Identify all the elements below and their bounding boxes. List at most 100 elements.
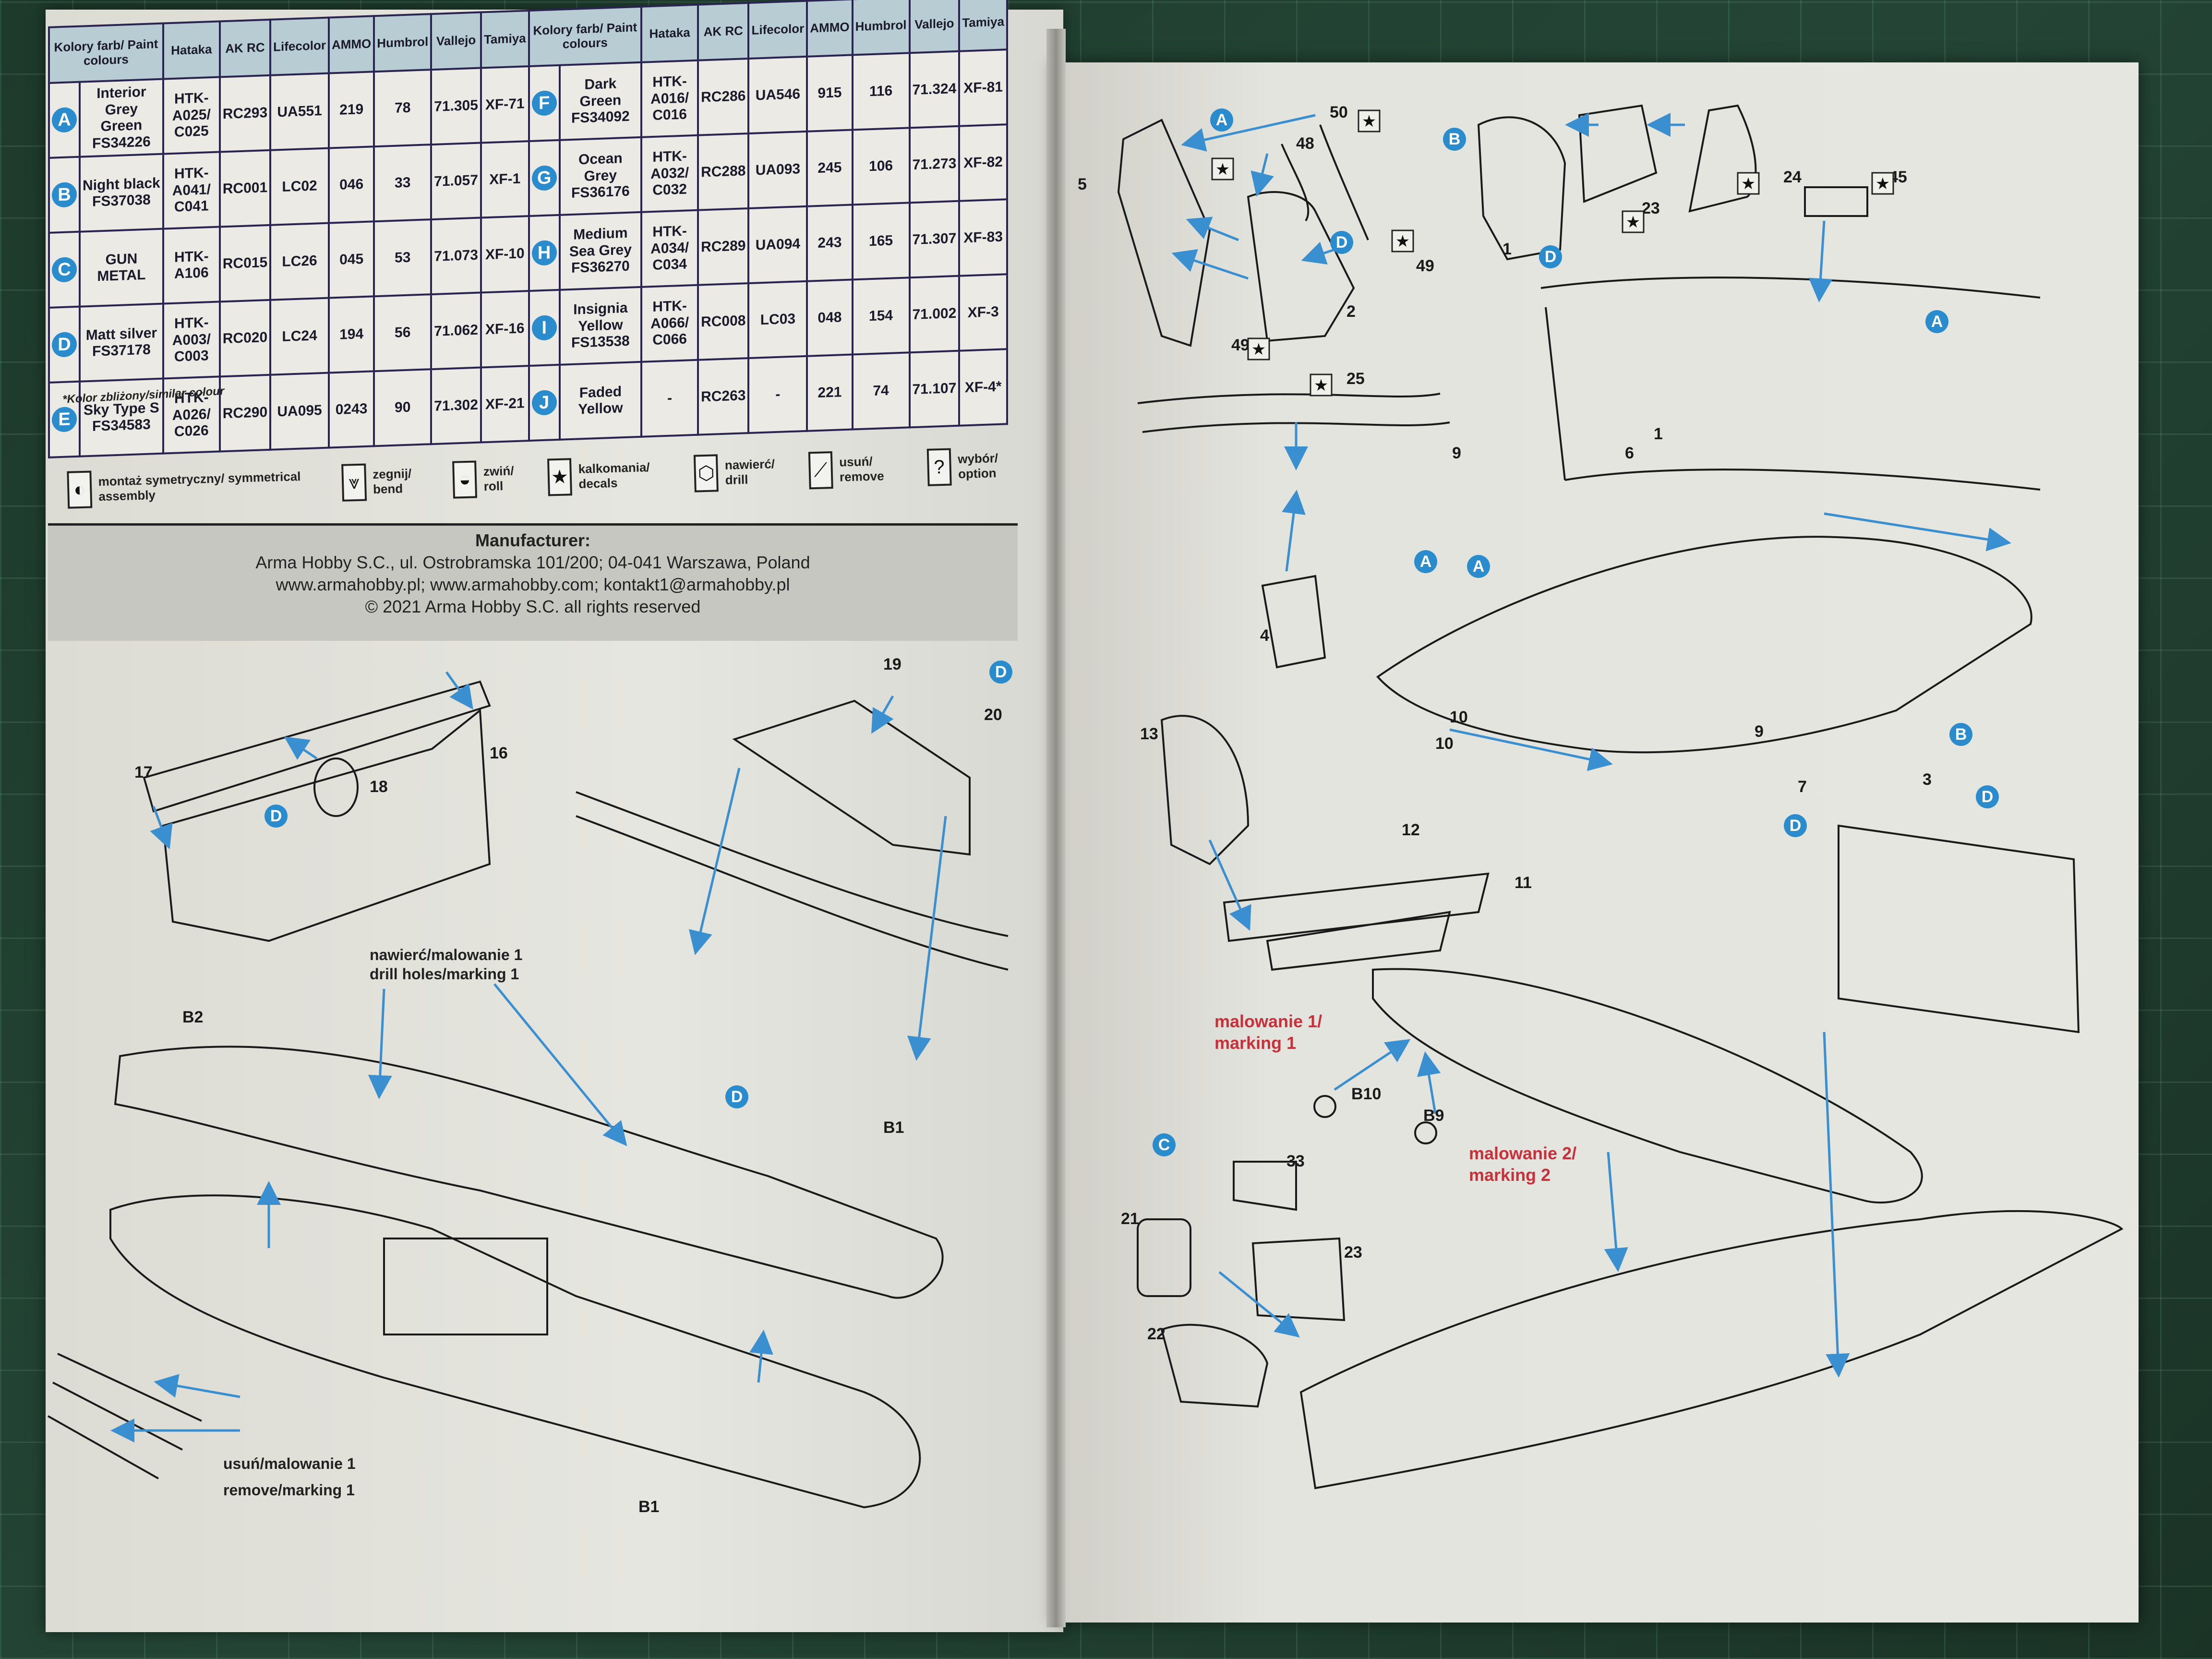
gun-bay-right-drawing bbox=[1838, 824, 2080, 1034]
paint-callout-badge: A bbox=[1467, 555, 1490, 578]
part-number-label: 6 bbox=[1625, 444, 1634, 462]
svg-text:★: ★ bbox=[1215, 160, 1230, 179]
paint-callout-badge: D bbox=[725, 1085, 748, 1108]
part-number-label: 19 bbox=[883, 655, 902, 673]
part-number-label: 33 bbox=[1286, 1152, 1305, 1170]
part-number-label: 13 bbox=[1140, 725, 1158, 743]
part-4-drawing bbox=[1261, 575, 1326, 669]
wheel-b9-drawing bbox=[1414, 1121, 1437, 1144]
left-page-arrows bbox=[110, 671, 947, 1443]
part-number-label: 12 bbox=[1402, 821, 1420, 839]
part-number-label: 1 bbox=[1654, 425, 1663, 443]
part-number-label: 20 bbox=[984, 706, 1002, 724]
callout-letter: D bbox=[270, 807, 282, 825]
part-number-label: B1 bbox=[883, 1118, 904, 1137]
wing-assembled-drawing bbox=[1299, 1210, 2124, 1490]
part-number-label: 10 bbox=[1435, 734, 1454, 753]
part-number-label: 23 bbox=[1642, 199, 1660, 217]
part-23-drawing bbox=[1251, 1237, 1346, 1322]
svg-text:★: ★ bbox=[1875, 175, 1890, 193]
tailplane-11-12-drawing bbox=[1223, 872, 1490, 971]
part-number-label: 21 bbox=[1121, 1210, 1139, 1228]
drill-note-label: nawierć/malowanie 1 bbox=[370, 946, 522, 963]
callout-letter: A bbox=[1420, 553, 1432, 571]
paint-callout-badge: D bbox=[989, 661, 1012, 684]
paint-callout-badge: D bbox=[1330, 231, 1353, 254]
manufacturer-block: Manufacturer: Arma Hobby S.C., ul. Ostro… bbox=[48, 523, 1018, 641]
remove-note-label: remove/marking 1 bbox=[223, 1481, 355, 1499]
callout-letter: B bbox=[1955, 725, 1967, 744]
part-17-drawing bbox=[143, 680, 491, 813]
marking-1-note: marking 1 bbox=[1214, 1033, 1296, 1053]
decal-star-icon: ★ bbox=[1310, 373, 1333, 397]
callout-letter: A bbox=[1931, 313, 1943, 331]
part-22-drawing bbox=[1160, 1323, 1269, 1408]
part-number-label: 9 bbox=[1452, 444, 1461, 462]
decal-star-icon: ★ bbox=[1737, 172, 1760, 195]
part-number-label: 7 bbox=[1798, 778, 1807, 796]
svg-text:★: ★ bbox=[1251, 340, 1266, 359]
decal-star-icon: ★ bbox=[1391, 229, 1414, 252]
svg-text:★: ★ bbox=[1626, 213, 1640, 231]
seat-2-drawing bbox=[1247, 191, 1355, 342]
part-number-label: B2 bbox=[182, 1008, 203, 1026]
part-number-label: 22 bbox=[1147, 1325, 1166, 1343]
paint-callout-badge: D bbox=[1976, 785, 1999, 808]
part-number-label: 9 bbox=[1755, 722, 1764, 741]
instrument-panel-1-drawing bbox=[1477, 116, 1566, 261]
paint-callout-badge: B bbox=[1949, 723, 1972, 746]
paint-callout-badge: A bbox=[1414, 550, 1437, 573]
part-18-drawing bbox=[313, 757, 359, 817]
paint-callout-badge: B bbox=[1443, 128, 1466, 151]
callout-letter: D bbox=[1982, 788, 1994, 806]
part-number-label: 23 bbox=[1344, 1243, 1362, 1262]
fuselage-9-10-drawing bbox=[1376, 536, 2032, 754]
left-page-drawings bbox=[48, 680, 1009, 1509]
seat-armor-5-drawing bbox=[1117, 119, 1211, 347]
part-number-label: 25 bbox=[1346, 370, 1365, 388]
callout-letter: A bbox=[1216, 111, 1228, 129]
paint-callout-badge: D bbox=[264, 805, 288, 828]
part-number-label: 17 bbox=[134, 763, 153, 781]
part-number-label: B9 bbox=[1423, 1106, 1444, 1125]
callout-letter: D bbox=[1336, 233, 1348, 252]
part-number-label: 5 bbox=[1078, 175, 1087, 193]
harness-48-50-drawing bbox=[1281, 124, 1369, 240]
part-number-label: 24 bbox=[1783, 168, 1802, 186]
callout-letter: C bbox=[1158, 1136, 1170, 1154]
callout-letter: D bbox=[731, 1088, 743, 1106]
callout-letter: D bbox=[1545, 248, 1557, 266]
decal-star-icon: ★ bbox=[1622, 210, 1645, 233]
part-number-label: 11 bbox=[1515, 874, 1532, 892]
paint-callout-badge: A bbox=[1925, 310, 1948, 333]
marking-2-note: malowanie 2/ bbox=[1469, 1143, 1576, 1163]
svg-text:★: ★ bbox=[1314, 376, 1328, 395]
part-number-label: 18 bbox=[370, 778, 388, 796]
part-33-drawing bbox=[1233, 1161, 1297, 1211]
part-21-drawing bbox=[1137, 1218, 1191, 1297]
fuselage-interior-drawing bbox=[1540, 276, 2041, 491]
part-number-label: 50 bbox=[1330, 103, 1348, 121]
callout-letter: B bbox=[1449, 130, 1461, 148]
marking-2-note: marking 2 bbox=[1469, 1165, 1551, 1185]
part-number-label: 48 bbox=[1296, 134, 1314, 153]
part-number-label: 1 bbox=[1503, 240, 1512, 258]
decal-star-icon: ★ bbox=[1871, 172, 1894, 195]
decal-star-icon: ★ bbox=[1247, 337, 1270, 361]
part-number-label: 2 bbox=[1346, 302, 1356, 321]
wheel-b10-drawing bbox=[1313, 1095, 1336, 1118]
manufacturer-address: Arma Hobby S.C., ul. Ostrobramska 101/20… bbox=[255, 553, 810, 572]
paint-callout-badge: D bbox=[1784, 814, 1807, 837]
part-number-label: 49 bbox=[1231, 336, 1250, 354]
callout-letter: D bbox=[995, 663, 1007, 681]
svg-text:★: ★ bbox=[1741, 175, 1755, 193]
remove-note-label: usuń/malowanie 1 bbox=[223, 1455, 356, 1472]
part-number-label: 3 bbox=[1923, 770, 1932, 789]
paint-callout-badge: A bbox=[1210, 108, 1233, 132]
gunsight-24-drawing bbox=[1688, 104, 1757, 213]
part-number-label: 4 bbox=[1260, 626, 1269, 645]
drill-note-label: drill holes/marking 1 bbox=[370, 965, 519, 983]
callout-letter: D bbox=[1790, 817, 1802, 835]
manufacturer-copyright: © 2021 Arma Hobby S.C. all rights reserv… bbox=[365, 597, 701, 616]
